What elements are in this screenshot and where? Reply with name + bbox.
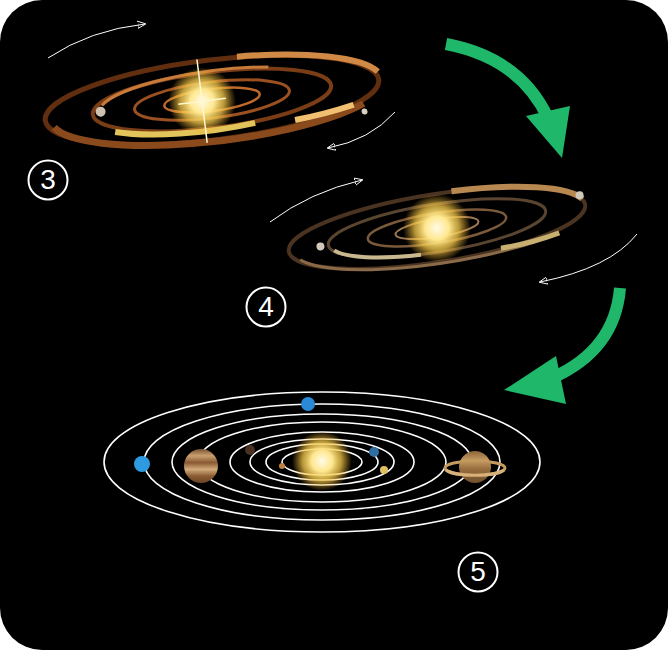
clearing-disk: [284, 171, 591, 287]
callout-number: 5: [470, 558, 486, 586]
callout-circle: 5: [457, 551, 499, 593]
callout-circle: 3: [27, 159, 69, 201]
saturn: [445, 451, 505, 483]
protoplanetary-disk: [40, 38, 384, 162]
flow-arrow: [552, 288, 620, 378]
callout-number: 3: [40, 166, 56, 194]
callout-circle: 4: [245, 286, 287, 328]
flow-arrow: [446, 44, 548, 118]
callout-number: 4: [258, 293, 274, 321]
solar-system: [104, 392, 540, 532]
